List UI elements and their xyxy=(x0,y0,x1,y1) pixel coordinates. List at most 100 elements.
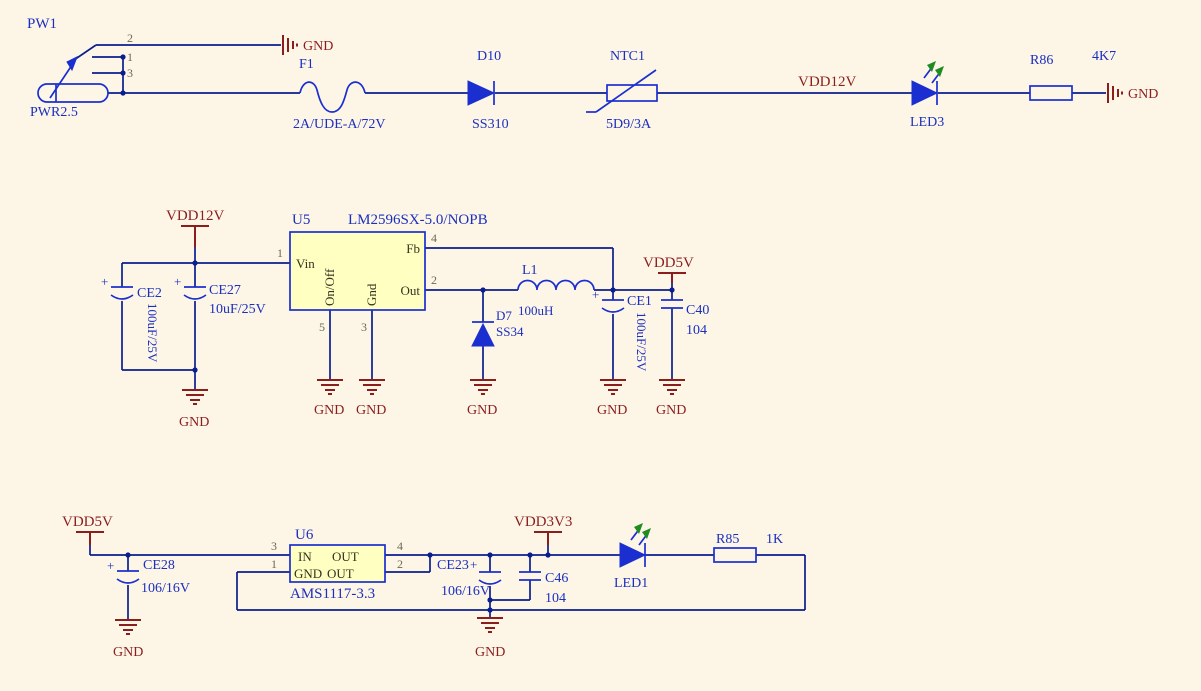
junction-dot xyxy=(427,552,433,558)
cap-ce1[interactable]: + CE1 100uF/25V xyxy=(592,287,652,372)
gnd-symbol-u5-pin5[interactable]: GND xyxy=(314,379,344,418)
vdd3v3-flag-label: VDD3V3 xyxy=(514,514,572,530)
ce2-ref: CE2 xyxy=(137,286,162,301)
junction-dot xyxy=(669,287,675,293)
dc-jack-pw1[interactable]: PW1 PWR2.5 2 1 3 xyxy=(27,16,133,120)
ce1-polarity-plus: + xyxy=(592,287,599,302)
junction-dot xyxy=(120,90,126,96)
led3-arrowhead xyxy=(927,61,936,72)
gnd-label: GND xyxy=(475,645,505,660)
wires-top xyxy=(73,44,1106,96)
cap-ce2[interactable]: + CE2 100uF/25V xyxy=(101,274,162,363)
thermistor-ntc1[interactable]: NTC1 5D9/3A xyxy=(586,49,658,132)
u6-pin-in: IN xyxy=(298,549,312,564)
ce28-polarity-plus: + xyxy=(107,558,114,573)
junction-dot xyxy=(487,552,493,558)
gnd-label: GND xyxy=(656,403,686,418)
pw1-pin2-number: 2 xyxy=(127,31,133,45)
resistor-r86[interactable]: R86 4K7 xyxy=(1029,49,1116,101)
junction-dot xyxy=(120,70,126,76)
power-flag-vdd12v[interactable]: VDD12V xyxy=(166,208,224,247)
cap-ce23[interactable]: CE23 + 106/16V xyxy=(437,557,502,599)
ce1-value: 100uF/25V xyxy=(634,312,649,372)
ntc1-ref: NTC1 xyxy=(610,49,645,64)
d10-ref: D10 xyxy=(477,49,501,64)
led-led3[interactable]: LED3 xyxy=(910,61,944,130)
wires-buck xyxy=(121,247,675,390)
led1-arrowhead xyxy=(642,528,651,539)
u5-ref: U5 xyxy=(292,212,310,228)
power-flag-vdd3v3[interactable]: VDD3V3 xyxy=(514,514,572,545)
u6-pin4-number: 4 xyxy=(397,539,403,553)
pw1-pin3-number: 3 xyxy=(127,66,133,80)
junction-dot xyxy=(487,597,493,603)
gnd-symbol-c40[interactable]: GND xyxy=(656,379,686,418)
ce2-value: 100uF/25V xyxy=(145,303,160,363)
jack-switch-arrowhead xyxy=(66,55,78,72)
l1-ref: L1 xyxy=(522,263,538,278)
resistor-r85[interactable]: R85 1K xyxy=(713,532,783,563)
u5-pin2-number: 2 xyxy=(431,273,437,287)
gnd-symbol-top-left[interactable]: GND xyxy=(282,35,333,55)
junction-dot xyxy=(527,552,533,558)
pw1-value: PWR2.5 xyxy=(30,105,78,120)
ce28-ref: CE28 xyxy=(143,558,175,573)
u6-pin1-number: 1 xyxy=(271,557,277,571)
pw1-pin1-number: 1 xyxy=(127,50,133,64)
u6-pin-out-bottom: OUT xyxy=(327,566,354,581)
inductor-l1[interactable]: L1 100uH xyxy=(517,263,595,318)
f1-ref: F1 xyxy=(299,57,314,72)
d10-value: SS310 xyxy=(472,117,509,132)
junction-dot xyxy=(480,287,486,293)
u5-pin-out: Out xyxy=(401,283,421,298)
f1-value: 2A/UDE-A/72V xyxy=(293,117,386,132)
u5-pin-vin: Vin xyxy=(296,256,315,271)
gnd-label: GND xyxy=(1128,87,1158,102)
ce27-polarity-plus: + xyxy=(174,274,181,289)
led3-arrowhead xyxy=(935,66,944,77)
gnd-symbol-d7[interactable]: GND xyxy=(467,379,497,418)
fuse-f1[interactable]: F1 2A/UDE-A/72V xyxy=(293,57,386,132)
cap-ce28[interactable]: + CE28 106/16V xyxy=(107,558,190,596)
gnd-symbol-ce23[interactable]: GND xyxy=(475,617,505,660)
power-flag-vdd5v-bottom[interactable]: VDD5V xyxy=(62,514,113,545)
ce27-ref: CE27 xyxy=(209,283,241,298)
wires-ldo xyxy=(89,545,806,620)
junction-dot xyxy=(125,552,131,558)
vdd12v-flag-label: VDD12V xyxy=(166,208,224,224)
diode-d10[interactable]: D10 SS310 xyxy=(467,49,509,132)
r85-ref: R85 xyxy=(716,532,739,547)
gnd-label: GND xyxy=(467,403,497,418)
regulator-u6[interactable]: U6 AMS1117-3.3 IN OUT GND OUT 3 1 4 2 xyxy=(271,527,403,602)
cap-c46[interactable]: C46 104 xyxy=(519,571,568,606)
gnd-symbol-ce28[interactable]: GND xyxy=(113,619,143,660)
ldo-stage: VDD5V + CE28 106/16V GND U6 AMS1117-3.3 … xyxy=(62,514,806,660)
junction-dot xyxy=(192,367,198,373)
u5-pin3-number: 3 xyxy=(361,320,367,334)
u5-part: LM2596SX-5.0/NOPB xyxy=(348,212,488,228)
power-flag-vdd5v-mid[interactable]: VDD5V xyxy=(643,255,694,283)
gnd-symbol-ce1[interactable]: GND xyxy=(597,379,627,418)
gnd-symbol-top-right[interactable]: GND xyxy=(1107,83,1158,103)
regulator-u5[interactable]: U5 LM2596SX-5.0/NOPB Vin Fb Out On/Off G… xyxy=(277,212,488,334)
ce23-value: 106/16V xyxy=(441,584,490,599)
gnd-symbol-u5-pin3[interactable]: GND xyxy=(356,379,386,418)
junction-dot xyxy=(120,54,126,60)
ce23-ref: CE23 xyxy=(437,558,469,573)
gnd-label: GND xyxy=(356,403,386,418)
cap-ce27[interactable]: + CE27 10uF/25V xyxy=(174,274,266,317)
l1-value: 100uH xyxy=(518,303,553,318)
ce2-polarity-plus: + xyxy=(101,274,108,289)
gnd-symbol-ce2[interactable]: GND xyxy=(179,389,209,430)
junction-dot xyxy=(487,607,493,613)
ce1-ref: CE1 xyxy=(627,294,652,309)
cap-c40[interactable]: C40 104 xyxy=(661,299,709,338)
led-led1[interactable]: LED1 xyxy=(614,523,651,591)
gnd-label: GND xyxy=(314,403,344,418)
junction-dot xyxy=(610,287,616,293)
diode-d7[interactable]: D7 SS34 xyxy=(471,308,524,347)
r86-value: 4K7 xyxy=(1092,49,1116,64)
junction-dot xyxy=(192,260,198,266)
ntc1-value: 5D9/3A xyxy=(606,117,652,132)
